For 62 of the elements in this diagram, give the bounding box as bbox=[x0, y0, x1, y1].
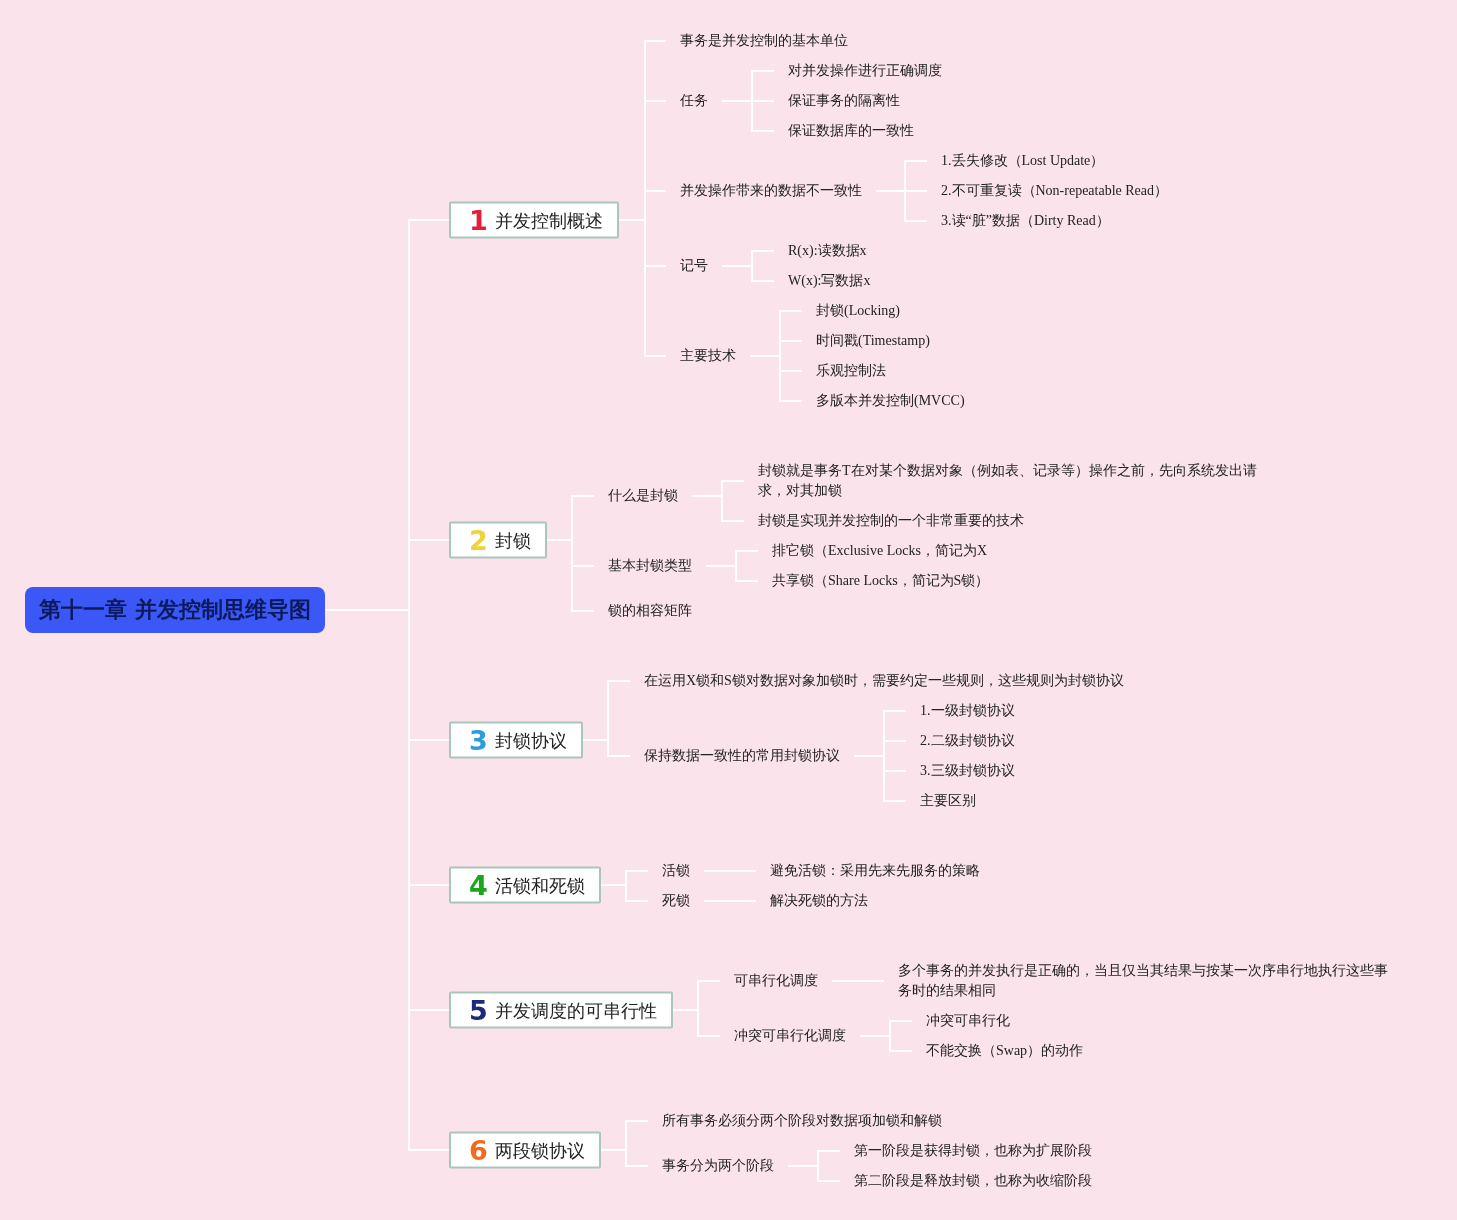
subtopic-text: 多版本并发控制(MVCC) bbox=[802, 391, 979, 411]
subtopic-text: 所有事务必须分两个阶段对数据项加锁和解锁 bbox=[648, 1111, 956, 1131]
subtopic-text: 避免活锁：采用先来先服务的策略 bbox=[756, 861, 994, 881]
subtopic-text: 1.丢失修改（Lost Update） bbox=[927, 151, 1119, 171]
subtopic-text: 对并发操作进行正确调度 bbox=[774, 61, 956, 81]
topic-box bbox=[449, 991, 673, 1029]
subtopic-text: 2.二级封锁协议 bbox=[906, 731, 1029, 751]
topic-box bbox=[449, 201, 619, 239]
topic-label: 活锁和死锁 bbox=[494, 873, 585, 897]
subtopic-text: 并发操作带来的数据不一致性 bbox=[666, 181, 876, 201]
central-topic-box: 第十一章 并发控制思维导图 bbox=[25, 587, 325, 633]
subtopic-text: 不能交换（Swap）的动作 bbox=[912, 1041, 1098, 1061]
subtopic-text: 3.读“脏”数据（Dirty Read） bbox=[927, 211, 1124, 231]
topic-label: 并发调度的可串行性 bbox=[494, 998, 657, 1022]
topic-label: 两段锁协议 bbox=[494, 1138, 585, 1162]
subtopic-text: 事务分为两个阶段 bbox=[648, 1156, 788, 1176]
topic-label: 并发控制概述 bbox=[494, 208, 603, 232]
subtopic-text: 3.三级封锁协议 bbox=[906, 761, 1029, 781]
subtopic-text: 时间戳(Timestamp) bbox=[802, 331, 944, 351]
subtopic-text: 保证数据库的一致性 bbox=[774, 121, 928, 141]
subtopic-text: 什么是封锁 bbox=[594, 486, 692, 506]
topic-box bbox=[449, 721, 583, 759]
subtopic-text: 事务是并发控制的基本单位 bbox=[666, 31, 862, 51]
subtopic-text: 封锁(Locking) bbox=[802, 301, 914, 321]
topic-number: 1 bbox=[469, 204, 488, 236]
subtopic-text: R(x):读数据x bbox=[774, 241, 881, 261]
subtopic-text: 排它锁（Exclusive Locks，简记为X bbox=[758, 541, 1002, 561]
subtopic-text: 在运用X锁和S锁对数据对象加锁时，需要约定一些规则，这些规则为封锁协议 bbox=[630, 671, 1138, 691]
subtopic-text: 乐观控制法 bbox=[802, 361, 900, 381]
subtopic-text: 封锁就是事务T在对某个数据对象（例如表、记录等）操作之前，先向系统发出请求，对其加锁 bbox=[744, 461, 1272, 501]
subtopic-text: 冲突可串行化 bbox=[912, 1011, 1024, 1031]
subtopic-text: 可串行化调度 bbox=[720, 971, 832, 991]
subtopic-text: 主要区别 bbox=[906, 791, 990, 811]
subtopic-text: 锁的相容矩阵 bbox=[594, 601, 706, 621]
subtopic-text: 封锁是实现并发控制的一个非常重要的技术 bbox=[744, 511, 1038, 531]
subtopic-text: 基本封锁类型 bbox=[594, 556, 706, 576]
topic-number: 2 bbox=[469, 524, 488, 556]
subtopic-text: 活锁 bbox=[648, 861, 704, 881]
topic-number: 3 bbox=[469, 724, 488, 756]
subtopic-text: 2.不可重复读（Non-repeatable Read） bbox=[927, 181, 1183, 201]
topic-box bbox=[449, 866, 601, 904]
subtopic-text: 死锁 bbox=[648, 891, 704, 911]
subtopic-text: 任务 bbox=[666, 91, 722, 111]
topic-label: 封锁协议 bbox=[494, 728, 567, 752]
topic-box bbox=[449, 1131, 601, 1169]
subtopic-text: 保持数据一致性的常用封锁协议 bbox=[630, 746, 854, 766]
subtopic-text: W(x):写数据x bbox=[774, 271, 885, 291]
subtopic-text: 第二阶段是释放封锁，也称为收缩阶段 bbox=[840, 1171, 1106, 1191]
subtopic-text: 1.一级封锁协议 bbox=[906, 701, 1029, 721]
subtopic-text: 共享锁（Share Locks，简记为S锁） bbox=[758, 571, 1004, 591]
subtopic-text: 解决死锁的方法 bbox=[756, 891, 882, 911]
topic-number: 4 bbox=[469, 869, 488, 901]
subtopic-text: 第一阶段是获得封锁，也称为扩展阶段 bbox=[840, 1141, 1106, 1161]
subtopic-text: 记号 bbox=[666, 256, 722, 276]
subtopic-text: 多个事务的并发执行是正确的，当且仅当其结果与按某一次序串行地执行这些事务时的结果相同 bbox=[884, 961, 1404, 1001]
topic-number: 6 bbox=[469, 1134, 488, 1166]
topic-label: 封锁 bbox=[494, 528, 531, 552]
topic-number: 5 bbox=[469, 994, 488, 1026]
subtopic-text: 保证事务的隔离性 bbox=[774, 91, 914, 111]
subtopic-text: 主要技术 bbox=[666, 346, 750, 366]
subtopic-text: 冲突可串行化调度 bbox=[720, 1026, 860, 1046]
topic-box bbox=[449, 521, 547, 559]
